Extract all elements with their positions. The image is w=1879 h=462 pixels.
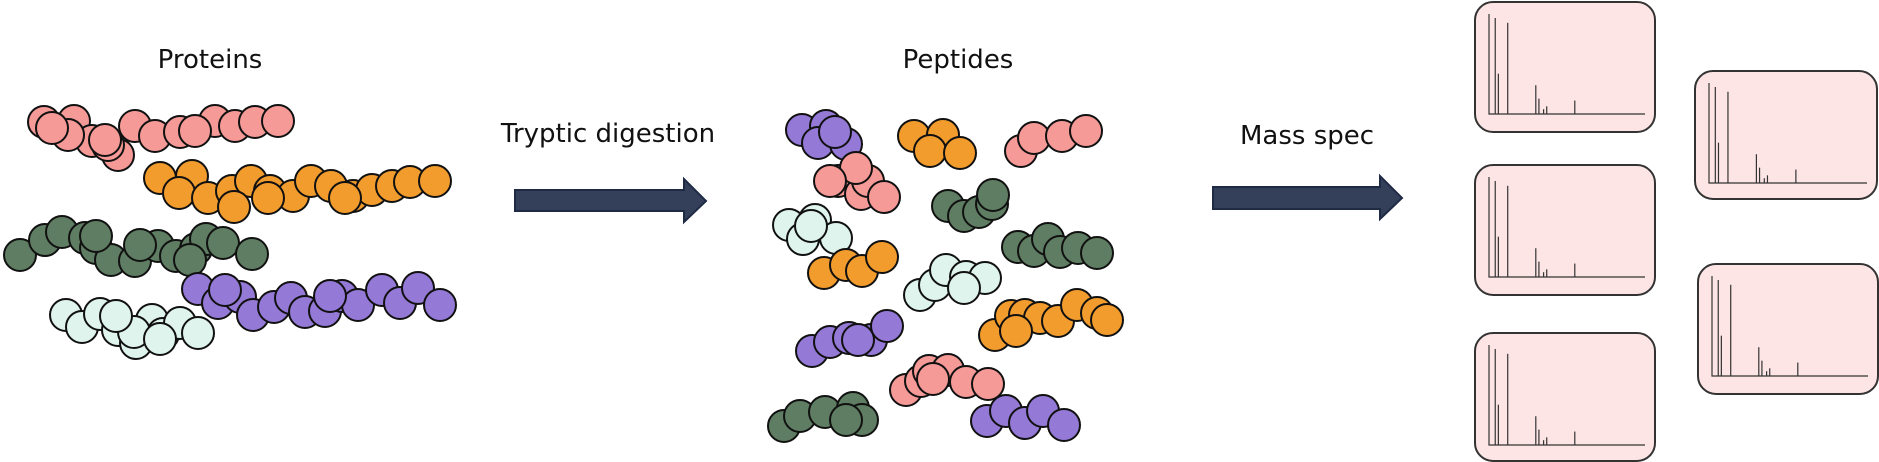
peptide-purple-2-chain — [795, 309, 904, 368]
protein-green-bead — [235, 237, 269, 271]
spectrum-card-frame — [1474, 1, 1656, 133]
spectrum-axes — [1488, 14, 1645, 115]
protein-mint-chain — [49, 297, 215, 360]
protein-mint-bead — [99, 299, 133, 333]
mass-spec-label: Mass spec — [1240, 121, 1374, 151]
tryptic-digestion-label: Tryptic digestion — [500, 119, 715, 149]
peptide-purple-2-bead — [870, 309, 904, 343]
protein-orange-bead — [162, 176, 196, 210]
spectrum-card-5 — [1697, 263, 1879, 395]
peptide-salmon-1-chain — [1004, 114, 1103, 168]
spectra-layer — [1474, 1, 1879, 462]
peptide-salmon-3-bead — [916, 362, 950, 396]
peptide-salmon-3-bead — [971, 367, 1005, 401]
peptide-mint-2-chain — [903, 253, 1002, 312]
peptide-salmon-3-chain — [889, 353, 1005, 407]
peptide-mint-2-bead — [947, 271, 981, 305]
digestion-arrow — [514, 176, 708, 225]
protein-orange-bead — [217, 190, 251, 224]
spectrum-card-4 — [1694, 70, 1878, 200]
spectrum-card-frame — [1474, 164, 1656, 296]
protein-orange-bead — [251, 181, 285, 215]
peptides-label: Peptides — [903, 45, 1014, 75]
peptide-mint-1-bead — [794, 209, 828, 243]
protein-mint-bead — [181, 316, 215, 350]
protein-green-bead — [79, 219, 113, 253]
spectrum-axes — [1711, 276, 1868, 377]
protein-green-bead — [173, 243, 207, 277]
spectrum-axes — [1708, 83, 1867, 184]
protein-salmon-chain — [27, 104, 295, 172]
protein-salmon-bead — [178, 114, 212, 148]
peptide-green-1-chain — [931, 178, 1010, 233]
peptide-green-3-bead — [829, 403, 863, 437]
peptide-salmon-1-bead — [1069, 114, 1103, 148]
peptide-purple-3-bead — [1047, 408, 1081, 442]
protein-green-bead — [123, 228, 157, 262]
peptide-green-2-bead — [1080, 236, 1114, 270]
mass-spec-arrow — [1212, 173, 1404, 222]
protein-mint-bead — [143, 322, 177, 356]
bead-layer — [3, 104, 1124, 443]
peptide-purple-2-bead — [841, 323, 875, 357]
peptide-orange-1-bead — [913, 134, 947, 168]
peptide-green-1-bead — [976, 178, 1010, 212]
spectrum-card-1 — [1474, 1, 1656, 133]
peptide-salmon-2-chain — [813, 151, 901, 214]
peptide-salmon-2-bead — [813, 164, 847, 198]
protein-green-bead — [206, 226, 240, 260]
peptide-orange-1-chain — [897, 118, 977, 170]
spectrum-card-frame — [1474, 332, 1656, 462]
protein-purple-chain — [181, 271, 457, 332]
proteins-label: Proteins — [158, 45, 263, 75]
protein-orange-bead — [328, 181, 362, 215]
protein-green-chain — [3, 215, 269, 278]
peptide-purple-1-bead — [818, 115, 852, 149]
spectrum-axes — [1488, 345, 1645, 446]
peptide-purple-1-chain — [785, 109, 863, 161]
spectrum-card-frame — [1697, 263, 1879, 395]
spectrum-axes — [1488, 177, 1645, 278]
protein-salmon-bead — [88, 123, 122, 157]
protein-purple-bead — [313, 279, 347, 313]
peptide-orange-2-chain — [807, 240, 899, 290]
peptide-green-3-chain — [767, 391, 879, 443]
spectrum-card-3 — [1474, 332, 1656, 462]
peptide-orange-3-bead — [999, 314, 1033, 348]
peptide-mint-1-chain — [772, 203, 853, 256]
peptide-purple-3-chain — [970, 394, 1081, 442]
spectrum-card-frame — [1694, 70, 1878, 200]
peptide-orange-3-bead — [1090, 303, 1124, 337]
protein-orange-bead — [418, 164, 452, 198]
peptide-salmon-2-bead — [867, 180, 901, 214]
spectrum-card-2 — [1474, 164, 1656, 296]
protein-purple-bead — [423, 288, 457, 322]
peptide-orange-2-bead — [865, 240, 899, 274]
protein-orange-chain — [143, 159, 452, 224]
peptide-orange-1-bead — [943, 136, 977, 170]
protein-green-bead — [3, 238, 37, 272]
protein-salmon-bead — [35, 111, 69, 145]
peptide-orange-3-chain — [978, 288, 1124, 352]
protein-salmon-bead — [261, 104, 295, 138]
protein-purple-bead — [208, 273, 242, 307]
peptide-green-2-chain — [1001, 222, 1114, 270]
